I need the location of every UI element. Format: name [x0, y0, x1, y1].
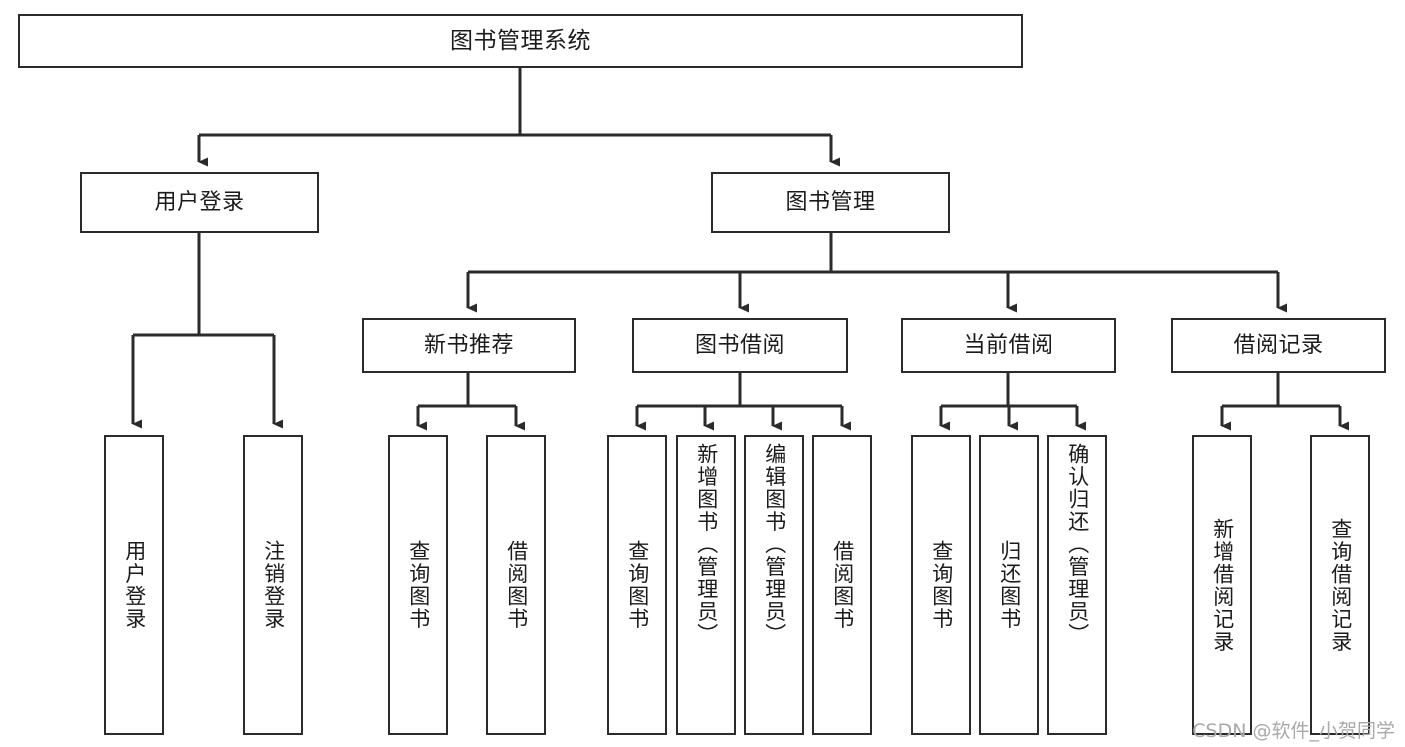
- node-leaf-query-book-1-label: 查询图书: [406, 540, 431, 630]
- edge-group-new-book-recommend: [416, 373, 525, 431]
- node-leaf-add-record-label: 新增借阅记录: [1210, 517, 1235, 653]
- node-leaf-user-login[interactable]: 用户登录: [104, 435, 164, 735]
- node-leaf-borrow-book-2[interactable]: 借阅图书: [812, 435, 872, 735]
- watermark: CSDN @软件_小贺同学: [1192, 720, 1395, 742]
- node-leaf-logout[interactable]: 注销登录: [243, 435, 303, 735]
- node-user-login[interactable]: 用户登录: [80, 172, 319, 233]
- node-root[interactable]: 图书管理系统: [18, 14, 1023, 68]
- edge-group-borrow-record: [1220, 373, 1349, 431]
- node-book-borrow-label: 图书借阅: [694, 332, 785, 358]
- node-leaf-query-book-3-label: 查询图书: [929, 540, 954, 630]
- node-leaf-logout-label: 注销登录: [261, 540, 286, 630]
- node-leaf-add-record[interactable]: 新增借阅记录: [1192, 435, 1252, 735]
- node-leaf-query-record-label: 查询借阅记录: [1328, 517, 1353, 653]
- node-book-manage-label: 图书管理: [785, 189, 876, 215]
- node-new-book-recommend-label: 新书推荐: [423, 332, 514, 358]
- node-user-login-label: 用户登录: [154, 189, 245, 215]
- node-book-manage[interactable]: 图书管理: [711, 172, 950, 233]
- node-current-borrow-label: 当前借阅: [963, 332, 1054, 358]
- edge-group-book-manage: [466, 233, 1287, 313]
- node-leaf-borrow-book-1[interactable]: 借阅图书: [486, 435, 546, 735]
- node-leaf-confirm-return[interactable]: 确认归还（管理员）: [1047, 435, 1107, 735]
- node-leaf-return-book-label: 归还图书: [997, 540, 1022, 630]
- node-leaf-borrow-book-1-label: 借阅图书: [504, 540, 529, 630]
- edge-group-user-login: [131, 233, 283, 429]
- node-book-borrow[interactable]: 图书借阅: [632, 318, 848, 373]
- node-leaf-query-book-3[interactable]: 查询图书: [911, 435, 971, 735]
- edge-group-root: [197, 68, 840, 167]
- node-borrow-record[interactable]: 借阅记录: [1171, 318, 1386, 373]
- node-leaf-user-login-label: 用户登录: [122, 540, 147, 630]
- edge-group-current-borrow: [939, 373, 1086, 431]
- node-borrow-record-label: 借阅记录: [1233, 332, 1324, 358]
- node-leaf-confirm-return-label: 确认归还（管理员）: [1065, 443, 1090, 646]
- node-root-label: 图书管理系统: [450, 27, 591, 54]
- node-current-borrow[interactable]: 当前借阅: [901, 318, 1116, 373]
- node-leaf-edit-book-label: 编辑图书（管理员）: [762, 443, 787, 646]
- node-leaf-edit-book[interactable]: 编辑图书（管理员）: [744, 435, 804, 735]
- node-leaf-query-book-2-label: 查询图书: [625, 540, 650, 630]
- node-leaf-add-book-label: 新增图书（管理员）: [694, 443, 719, 646]
- edge-group-book-borrow: [635, 373, 851, 431]
- node-leaf-query-record[interactable]: 查询借阅记录: [1310, 435, 1370, 735]
- node-leaf-query-book-1[interactable]: 查询图书: [388, 435, 448, 735]
- node-leaf-borrow-book-2-label: 借阅图书: [830, 540, 855, 630]
- node-leaf-add-book[interactable]: 新增图书（管理员）: [676, 435, 736, 735]
- node-new-book-recommend[interactable]: 新书推荐: [362, 318, 576, 373]
- node-leaf-query-book-2[interactable]: 查询图书: [607, 435, 667, 735]
- node-leaf-return-book[interactable]: 归还图书: [979, 435, 1039, 735]
